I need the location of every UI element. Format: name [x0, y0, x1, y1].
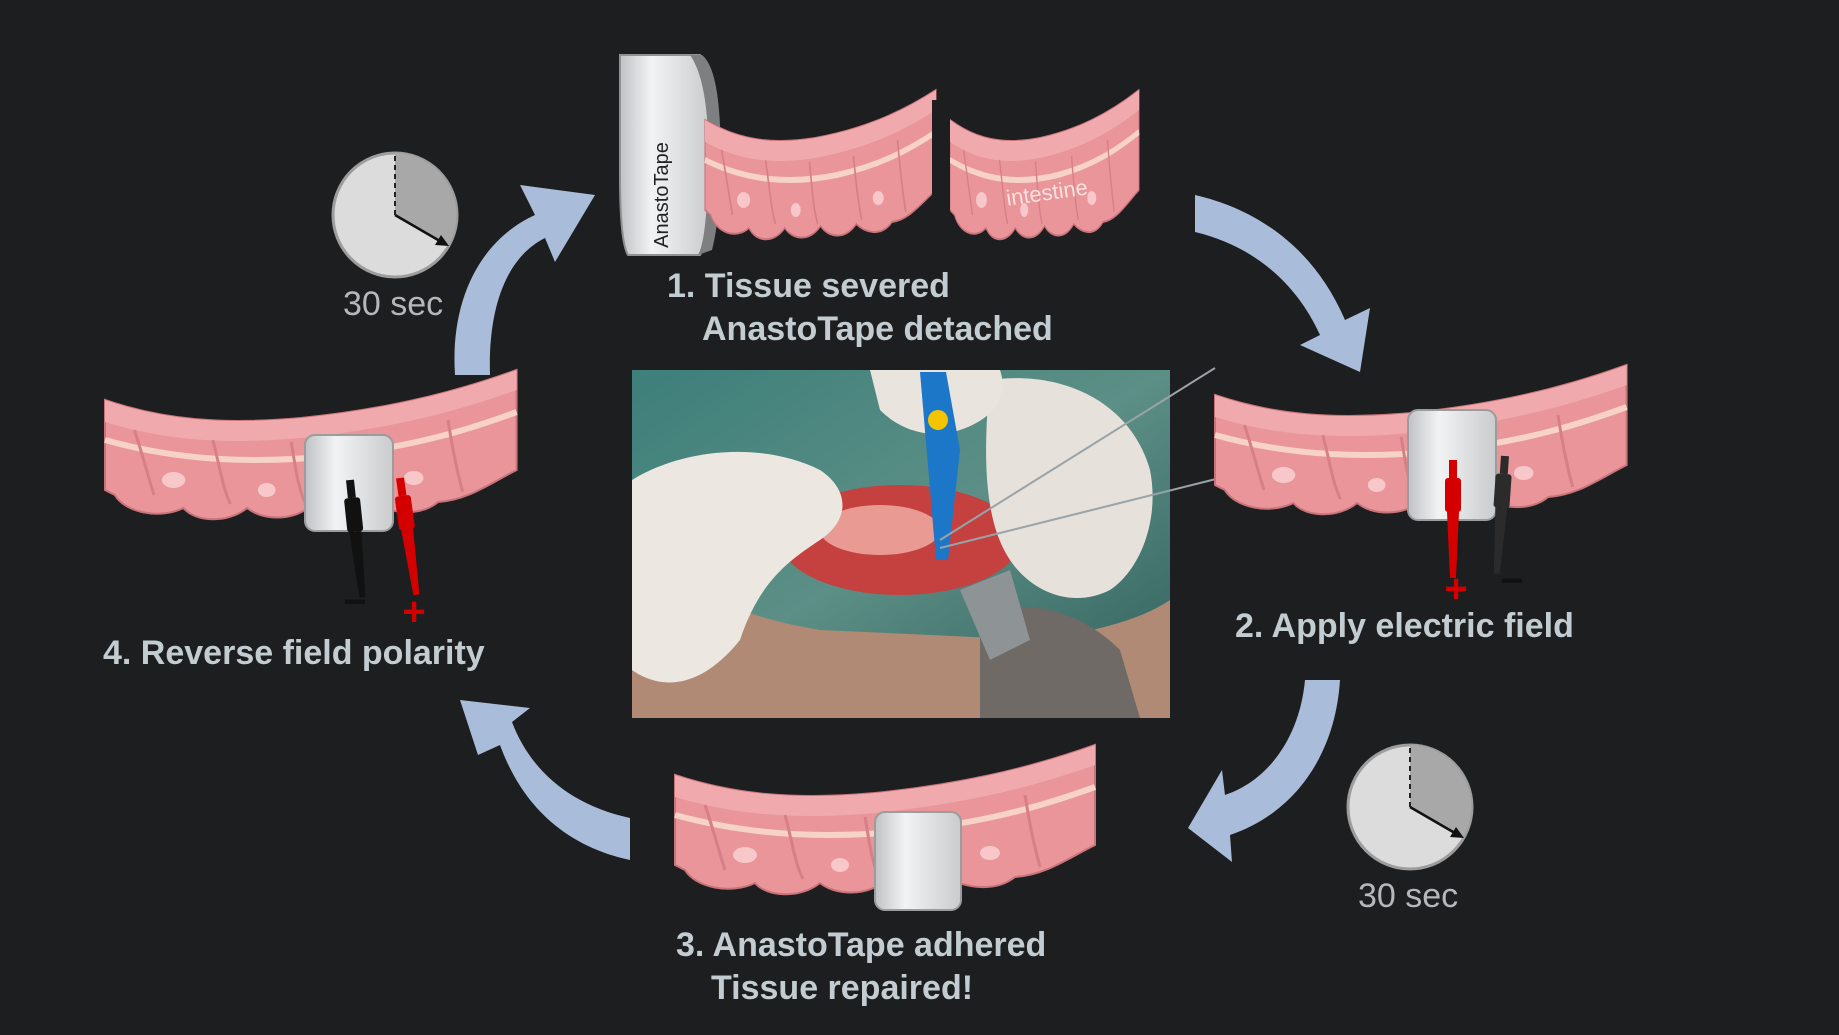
- tape-band: [874, 811, 962, 911]
- negative-sign: −: [1500, 559, 1523, 603]
- step3-illustration: [675, 745, 1095, 911]
- step3-subtitle: Tissue repaired!: [711, 969, 974, 1007]
- positive-sign: +: [402, 590, 425, 634]
- tape-label: AnastoTape: [651, 142, 673, 248]
- cycle-arrows: [454, 185, 1370, 862]
- step2-title: 2. Apply electric field: [1235, 607, 1574, 645]
- step3-title: 3. AnastoTape adhered: [676, 926, 1047, 964]
- positive-sign: +: [1444, 567, 1467, 611]
- arrow-step1-to-step2: [1195, 195, 1370, 372]
- step2-illustration: + −: [1215, 365, 1627, 611]
- step4-title: 4. Reverse field polarity: [103, 634, 485, 672]
- negative-sign: −: [343, 580, 366, 624]
- step1-title: 1. Tissue severed: [667, 267, 950, 305]
- timer-label: 30 sec: [343, 285, 444, 323]
- timer-clock-icon: [331, 151, 459, 279]
- arrow-step2-to-step3: [1188, 680, 1340, 862]
- step1-illustration: AnastoTape intestine: [619, 54, 1139, 256]
- step1-subtitle: AnastoTape detached: [702, 310, 1053, 348]
- timer-label: 30 sec: [1358, 877, 1459, 915]
- arrow-step4-to-step1: [454, 185, 595, 375]
- intestine-right-piece: intestine: [950, 90, 1139, 239]
- surgery-photo: [632, 367, 1233, 718]
- step4-illustration: − +: [105, 370, 517, 634]
- intestine-left-piece: [705, 90, 936, 239]
- arrow-step3-to-step4: [460, 700, 630, 860]
- timer-clock-icon: [1346, 743, 1474, 871]
